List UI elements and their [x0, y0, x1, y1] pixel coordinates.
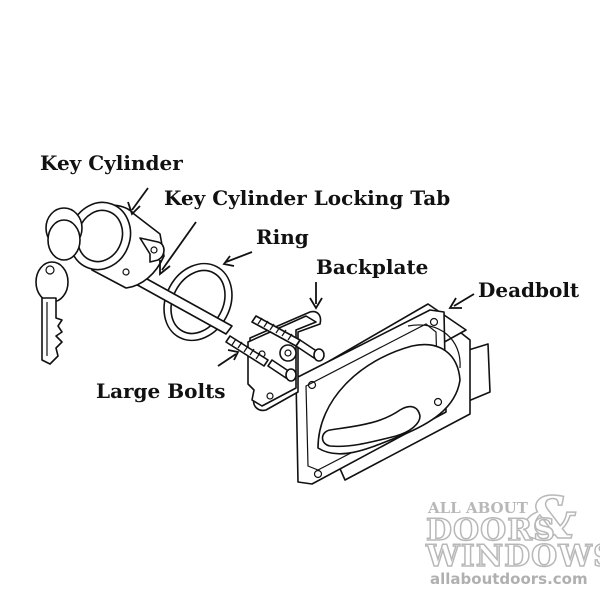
- label-deadbolt: Deadbolt: [478, 278, 580, 302]
- large-bolts-part: [225, 315, 301, 367]
- keys-part: [35, 219, 81, 365]
- deadbolt-part: [295, 303, 491, 485]
- label-ring: Ring: [256, 225, 309, 249]
- key-cylinder-part: [45, 201, 233, 335]
- leader-key-cylinder: [131, 187, 149, 211]
- leader-locking-tab: [161, 221, 197, 271]
- label-locking-tab: Key Cylinder Locking Tab: [164, 186, 450, 210]
- watermark-logo: & ALL ABOUT DOORS WINDOWS allaboutdoors.…: [424, 483, 600, 588]
- leader-large-bolts: [217, 353, 237, 367]
- label-key-cylinder: Key Cylinder: [40, 151, 183, 175]
- label-backplate: Backplate: [316, 255, 428, 279]
- leader-ring: [225, 251, 253, 263]
- watermark-ampersand: &: [524, 484, 576, 552]
- leader-lines: [127, 187, 475, 367]
- backplate-part: [247, 310, 325, 412]
- watermark-line2: DOORS: [426, 513, 556, 548]
- label-large-bolts: Large Bolts: [96, 379, 226, 403]
- watermark-line1: ALL ABOUT: [427, 499, 529, 517]
- leader-deadbolt: [453, 293, 475, 307]
- watermark-url: allaboutdoors.com: [430, 570, 588, 588]
- watermark-line3: WINDOWS: [425, 539, 600, 574]
